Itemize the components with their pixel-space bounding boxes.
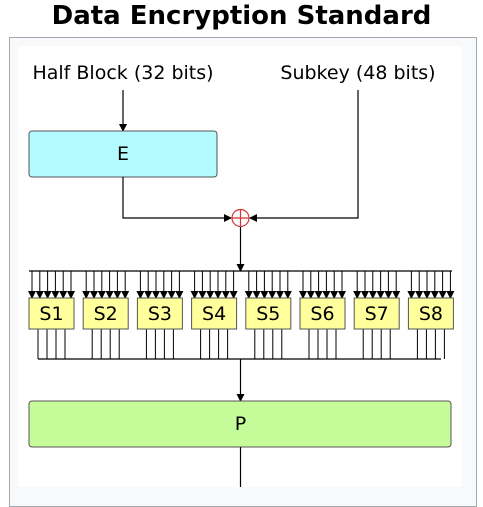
sbox-2 [82,297,129,330]
page-title: Data Encryption Standard [51,1,432,31]
sbox-1 [28,297,75,330]
half-block-label: Half Block (32 bits) [32,62,213,84]
sbox-2-label: S2 [94,303,118,325]
xor-icon [231,208,250,228]
sbox-4 [191,297,238,330]
e-to-xor-arrow [122,177,232,222]
sbox-wires [28,271,455,359]
sbox-6 [299,297,346,330]
sbox-5 [245,297,292,330]
sbox-5-label: S5 [256,303,280,325]
sbox-3 [136,297,183,330]
sbox-8 [407,297,454,330]
sbox-7-label: S7 [365,303,389,325]
sbox-8-label: S8 [419,303,443,325]
permutation-box-label: P [235,413,246,435]
des-feistel-diagram: Half Block (32 bits) Subkey (48 bits) E … [28,62,455,487]
sbox-3-label: S3 [148,303,172,325]
sbox-group: S1 S2 S3 S4 S5 S6 S7 S8 [28,297,454,330]
sbox-7 [353,297,400,330]
sbox-1-label: S1 [39,303,63,325]
subkey-to-xor-arrow [249,90,359,222]
expansion-box-label: E [117,143,129,165]
sbox-6-label: S6 [310,303,334,325]
subkey-label: Subkey (48 bits) [280,62,435,84]
sbox-4-label: S4 [202,303,226,325]
